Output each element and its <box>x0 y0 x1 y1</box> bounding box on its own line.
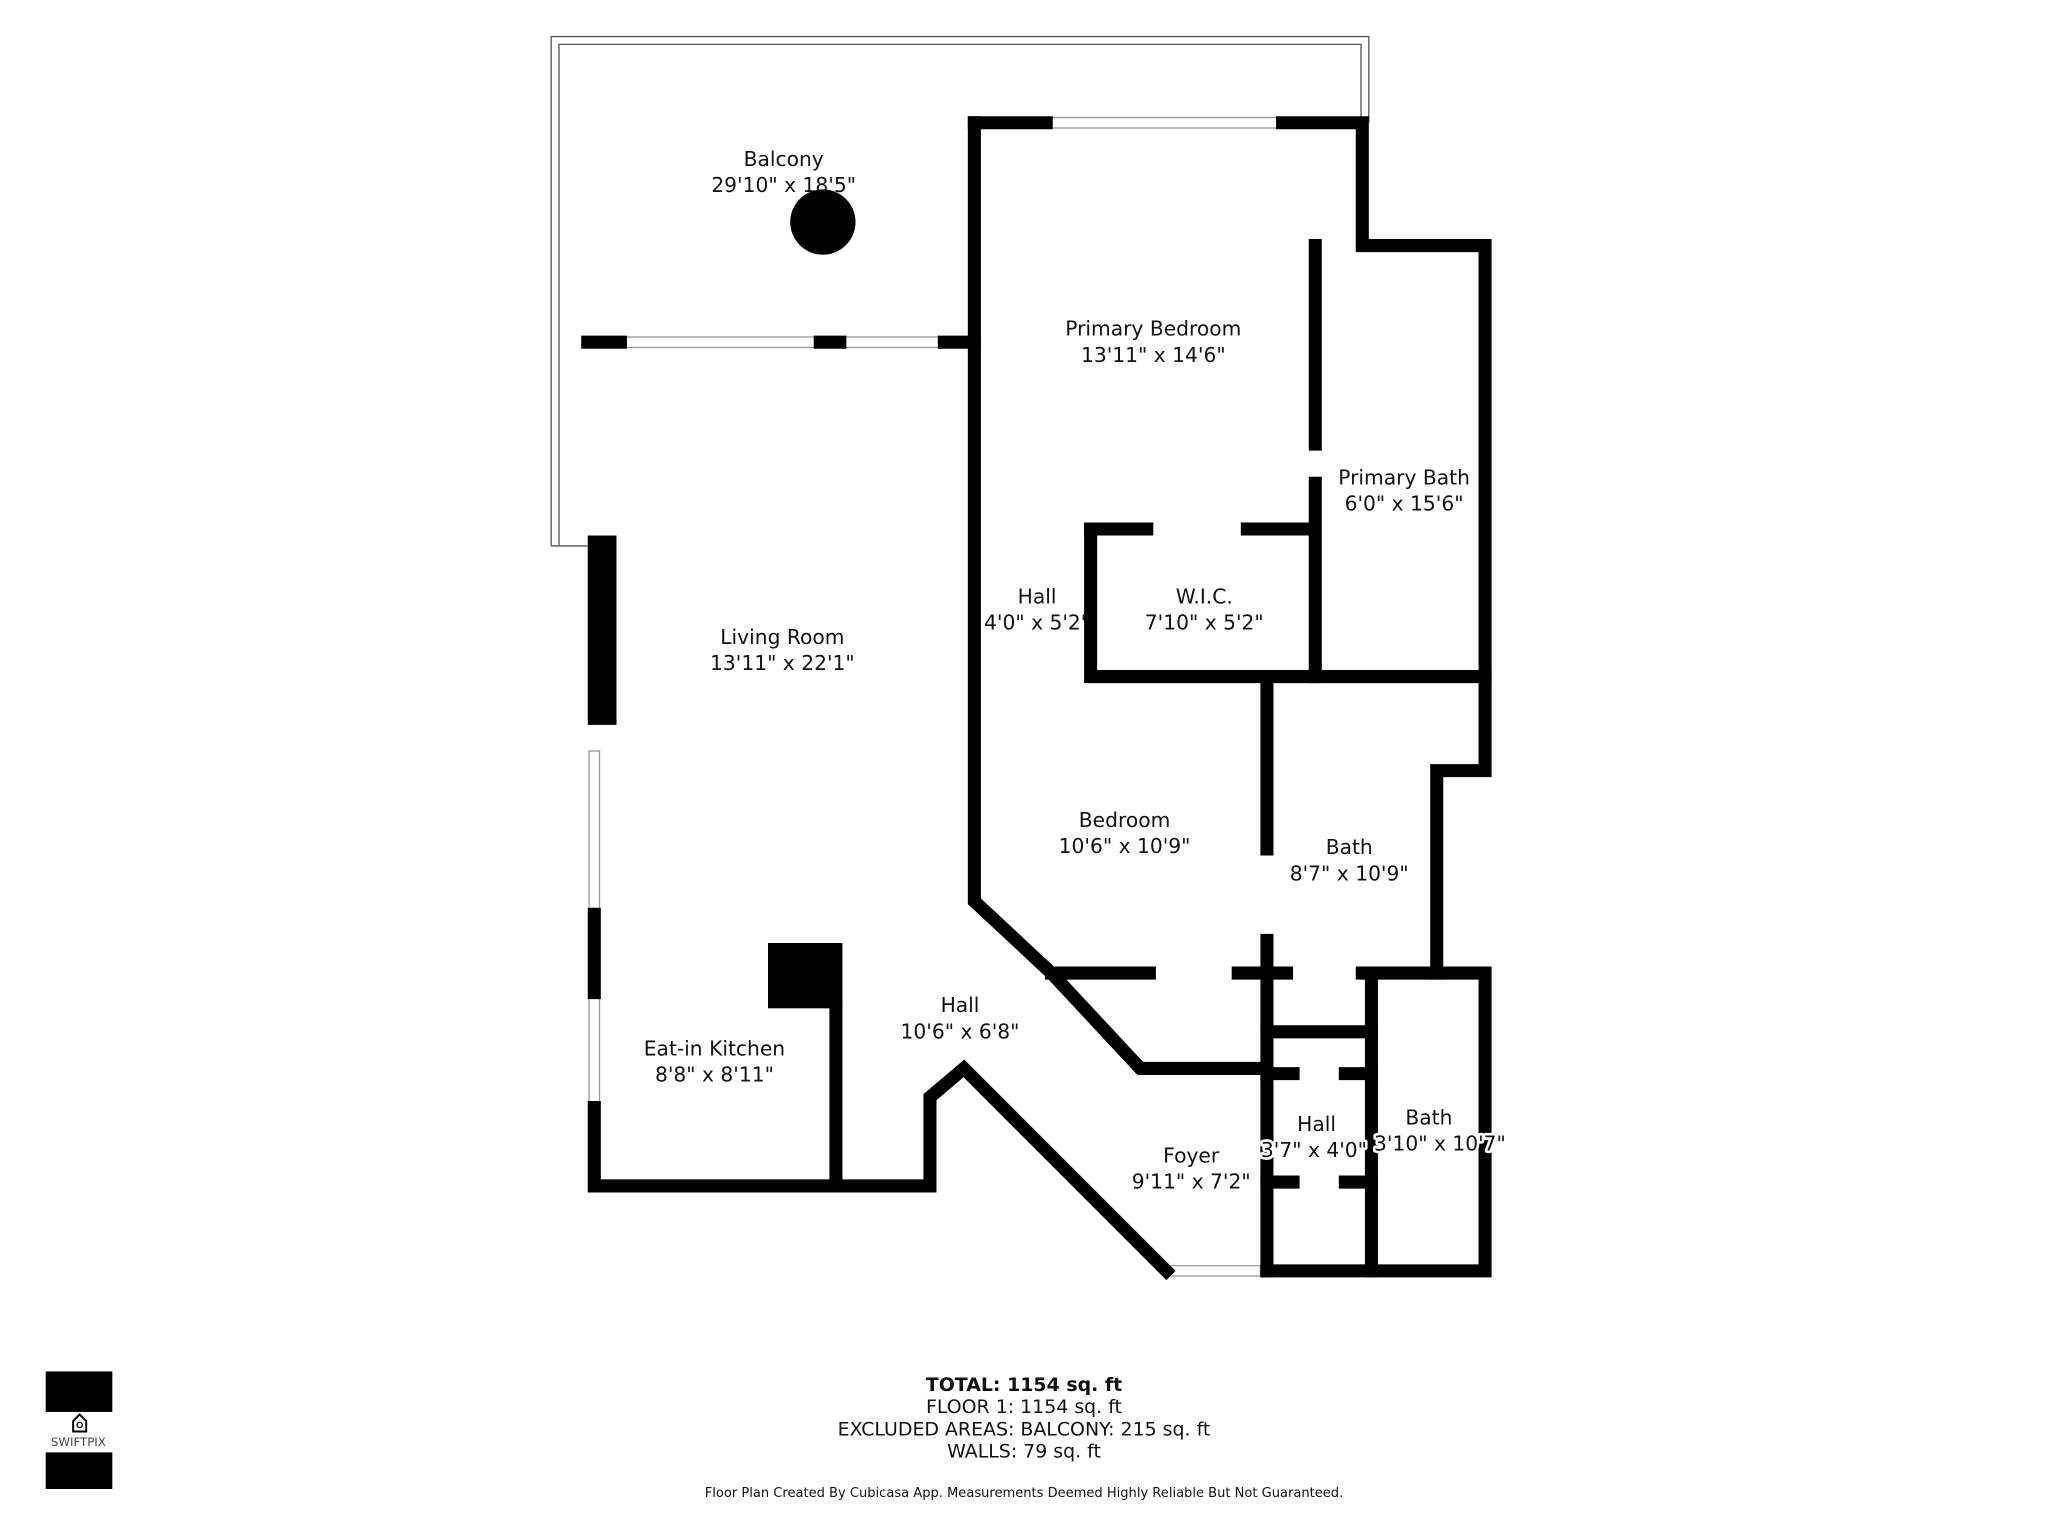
svg-text:3'7" x 4'0": 3'7" x 4'0" <box>1261 1138 1367 1162</box>
svg-text:Bath: Bath <box>1405 1106 1452 1130</box>
svg-text:Hall: Hall <box>1297 1112 1336 1136</box>
svg-text:Hall: Hall <box>941 993 980 1017</box>
room-label-bath-2: Bath 3'10" x 10'7" <box>1371 1103 1508 1158</box>
svg-text:29'10" x 18'5": 29'10" x 18'5" <box>711 173 856 197</box>
total-area: TOTAL: 1154 sq. ft <box>926 1374 1122 1396</box>
svg-text:13'11" x 14'6": 13'11" x 14'6" <box>1081 343 1226 367</box>
walls-area: WALLS: 79 sq. ft <box>947 1441 1101 1463</box>
svg-text:Bath: Bath <box>1326 835 1373 859</box>
svg-text:Eat-in Kitchen: Eat-in Kitchen <box>644 1036 785 1060</box>
svg-text:Bedroom: Bedroom <box>1079 808 1171 832</box>
svg-text:Primary Bedroom: Primary Bedroom <box>1065 317 1241 341</box>
room-label-wic: W.I.C. 7'10" x 5'2" <box>1145 584 1264 634</box>
walls <box>581 116 1492 1281</box>
svg-text:10'6" x 6'8": 10'6" x 6'8" <box>901 1019 1020 1043</box>
room-label-hall-3: Hall 3'7" x 4'0" <box>1258 1109 1369 1164</box>
column-icon <box>790 189 856 255</box>
svg-text:8'8" x 8'11": 8'8" x 8'11" <box>655 1062 774 1086</box>
room-label-foyer: Foyer 9'11" x 7'2" <box>1132 1143 1251 1193</box>
room-label-hall-2: Hall 10'6" x 6'8" <box>901 993 1020 1043</box>
svg-text:Living Room: Living Room <box>720 625 844 649</box>
svg-text:W.I.C.: W.I.C. <box>1176 584 1233 608</box>
svg-text:Balcony: Balcony <box>744 147 824 171</box>
svg-text:Hall: Hall <box>1018 584 1057 608</box>
svg-text:7'10" x 5'2": 7'10" x 5'2" <box>1145 611 1264 635</box>
room-label-bath-1: Bath 8'7" x 10'9" <box>1290 835 1409 885</box>
svg-text:6'0" x 15'6": 6'0" x 15'6" <box>1345 492 1464 516</box>
svg-text:4'0" x 5'2": 4'0" x 5'2" <box>984 611 1090 635</box>
room-label-living-room: Living Room 13'11" x 22'1" <box>710 625 855 675</box>
svg-text:SWIFTPIX: SWIFTPIX <box>51 1435 106 1449</box>
disclaimer: Floor Plan Created By Cubicasa App. Meas… <box>705 1486 1343 1501</box>
floor1-area: FLOOR 1: 1154 sq. ft <box>926 1396 1122 1418</box>
svg-text:8'7" x 10'9": 8'7" x 10'9" <box>1290 861 1409 885</box>
svg-text:3'10" x 10'7": 3'10" x 10'7" <box>1374 1132 1506 1156</box>
svg-text:10'6" x 10'9": 10'6" x 10'9" <box>1059 834 1191 858</box>
svg-text:Foyer: Foyer <box>1163 1143 1220 1167</box>
svg-text:13'11" x 22'1": 13'11" x 22'1" <box>710 651 855 675</box>
room-label-primary-bedroom: Primary Bedroom 13'11" x 14'6" <box>1065 317 1241 367</box>
svg-text:Primary Bath: Primary Bath <box>1338 466 1470 490</box>
room-label-primary-bath: Primary Bath 6'0" x 15'6" <box>1338 466 1470 516</box>
room-label-eat-in-kitchen: Eat-in Kitchen 8'8" x 8'11" <box>644 1036 785 1086</box>
balcony-outline <box>550 35 1370 547</box>
excluded-area: EXCLUDED AREAS: BALCONY: 215 sq. ft <box>838 1418 1211 1440</box>
room-label-bedroom: Bedroom 10'6" x 10'9" <box>1059 808 1191 858</box>
svg-text:9'11" x 7'2": 9'11" x 7'2" <box>1132 1170 1251 1194</box>
area-summary: TOTAL: 1154 sq. ft FLOOR 1: 1154 sq. ft … <box>705 1374 1343 1501</box>
room-label-balcony: Balcony 29'10" x 18'5" <box>711 147 856 197</box>
room-label-hall-1: Hall 4'0" x 5'2" <box>984 584 1090 634</box>
swiftpix-logo: SWIFTPIX <box>45 1371 113 1489</box>
